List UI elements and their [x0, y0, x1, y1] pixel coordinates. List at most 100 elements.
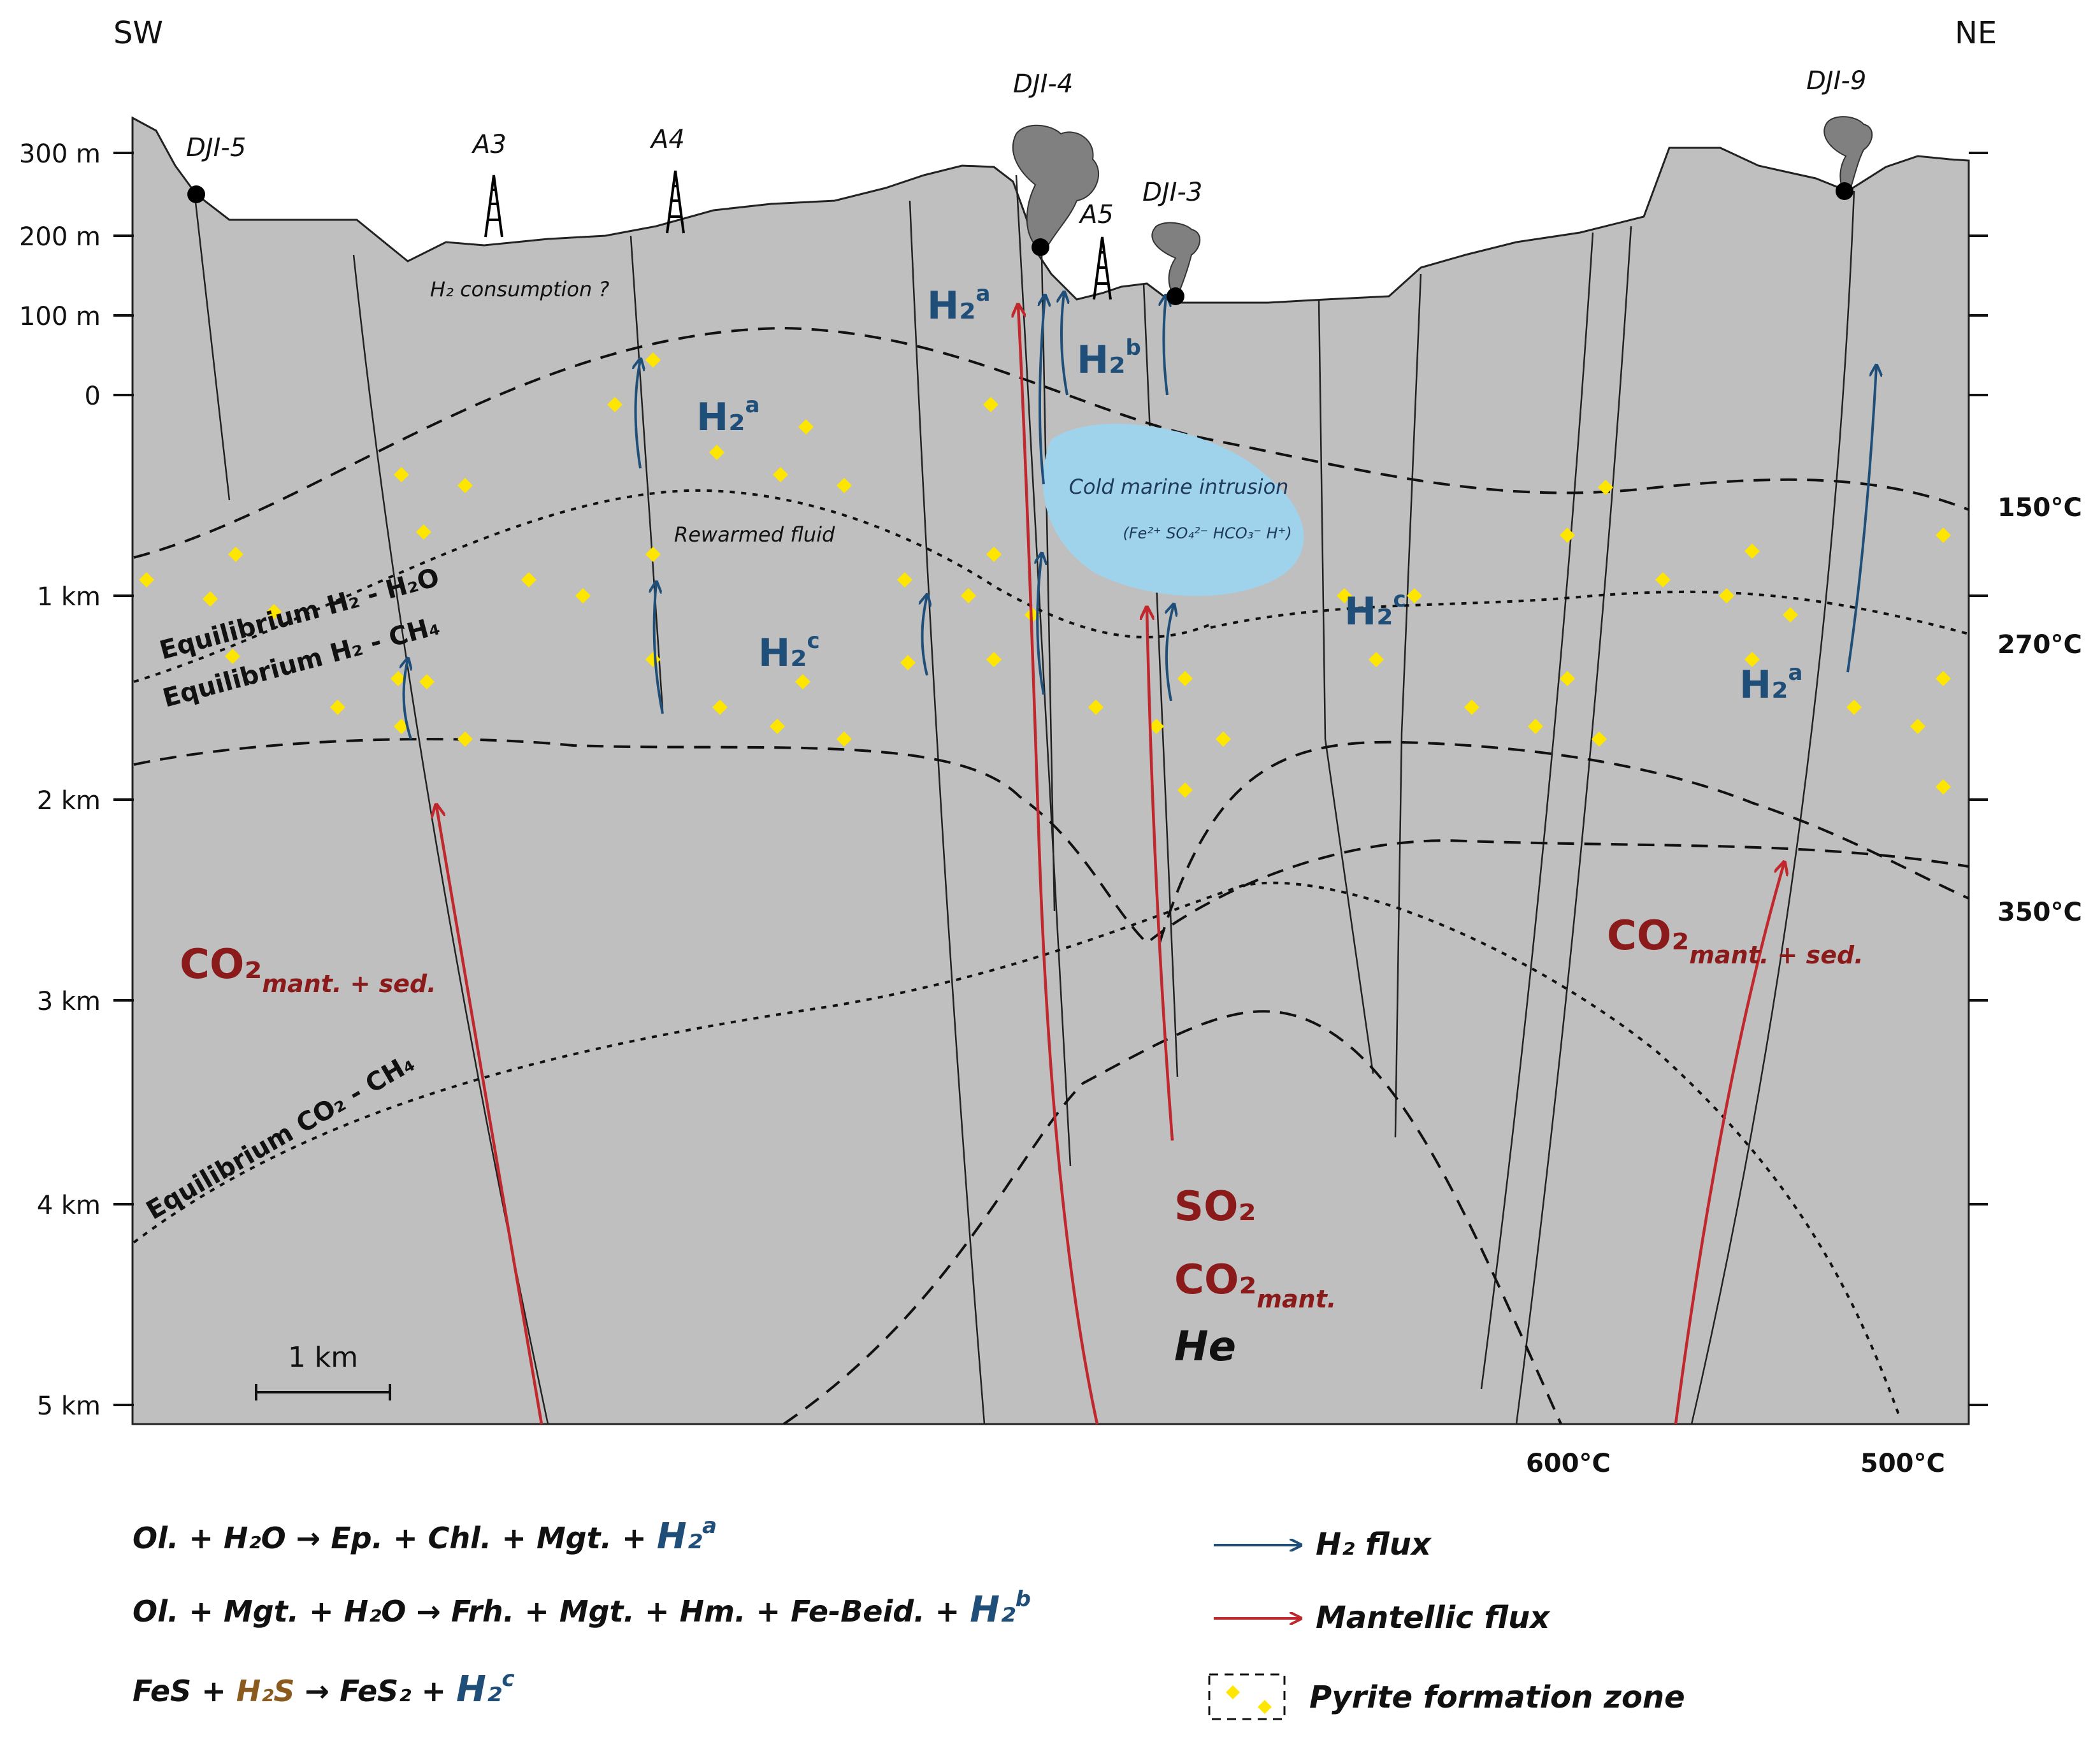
well-markers	[187, 182, 1853, 305]
depth-tick-label: 200 m	[19, 222, 101, 252]
h2-labels: H₂a H₂b H₂a H₂c H₂c H₂a	[696, 281, 1802, 707]
cold-intrusion-ions: (Fe²⁺ SO₄²⁻ HCO₃⁻ H⁺)	[1123, 524, 1291, 542]
orientation-ne: NE	[1955, 15, 1997, 51]
pyrite-diamond	[1846, 700, 1862, 715]
pyrite-diamond	[457, 731, 473, 747]
pyrite-diamond	[645, 352, 661, 368]
fault-line	[1142, 283, 1179, 1077]
well-dot-dji5	[187, 185, 205, 203]
fault-line	[1015, 175, 1072, 1167]
legend-pyrite-label: Pyrite formation zone	[1309, 1680, 1685, 1715]
h2a-label-top: H₂a	[927, 281, 990, 328]
pyrite-diamond	[1177, 782, 1193, 798]
temp-label-350: 350°C	[1997, 898, 2082, 927]
mantellic-flux-arrow	[1018, 306, 1099, 1425]
pyrite-diamond	[139, 572, 154, 587]
h2-flux-arrow	[1037, 554, 1044, 695]
pyrite-diamond	[225, 649, 240, 664]
pyrite-diamond	[1149, 719, 1164, 734]
legend-h2-flux-label: H₂ flux	[1316, 1527, 1432, 1562]
h2-consumption-label: H₂ consumption ?	[430, 277, 609, 301]
scale-bar: 1 km	[255, 1341, 391, 1400]
pyrite-diamond	[1560, 528, 1575, 543]
pyrite-diamond	[1936, 528, 1951, 543]
legend-pyrite-box	[1208, 1673, 1286, 1720]
h2-flux-arrow	[923, 596, 928, 676]
h2a-label-left: H₂a	[696, 392, 759, 440]
pyrite-diamond	[712, 700, 728, 715]
h2-flux-arrow	[1061, 293, 1067, 396]
smoke-plume-dji4	[1012, 124, 1099, 246]
smoke-plume-dji9	[1823, 116, 1873, 192]
pyrite-diamond	[709, 445, 724, 460]
well-label-a5: A5	[1078, 200, 1114, 229]
pyrite-diamond	[1592, 731, 1607, 747]
well-labels: DJI-5 A3 A4 DJI-4 A5 DJI-3 DJI-9	[186, 66, 1866, 229]
rewarmed-fluid-label: Rewarmed fluid	[674, 522, 835, 547]
h2-flux-arrow	[654, 583, 664, 714]
pyrite-diamond	[330, 700, 345, 715]
pyrite-diamond	[1936, 671, 1951, 686]
cold-intrusion-title: Cold marine intrusion	[1069, 475, 1289, 499]
derricks	[484, 170, 1112, 300]
pyrite-diamond	[897, 572, 912, 587]
fault-line	[193, 191, 231, 501]
pyrite-diamond	[961, 588, 976, 603]
pyrite-diamond	[795, 674, 810, 689]
well-dot-dji3	[1167, 287, 1184, 305]
pyrite-diamond	[607, 397, 622, 412]
h2-flux-arrow	[1163, 296, 1167, 396]
he-label: He	[1174, 1323, 1236, 1371]
derrick-a5	[1093, 236, 1112, 300]
well-label-dji3: DJI-3	[1142, 178, 1202, 207]
pyrite-diamond	[1337, 588, 1352, 603]
depth-tick-label: 1 km	[37, 582, 101, 612]
depth-tick-label: 0	[85, 382, 101, 411]
isotherm-270	[133, 738, 1969, 945]
fault-line	[1394, 273, 1422, 1138]
h2-flux-arrow	[636, 360, 641, 469]
co2-left-label: CO₂mant. + sed.	[180, 941, 436, 998]
temp-label-500: 500°C	[1860, 1449, 1945, 1478]
well-label-dji4: DJI-4	[1013, 69, 1073, 99]
reactions: Ol. + H₂O → Ep. + Chl. + Mgt. + H₂a Ol. …	[133, 1513, 1031, 1710]
fault-line	[1318, 299, 1374, 1074]
pyrite-diamond	[983, 397, 998, 412]
h2-flux-arrows	[404, 293, 1876, 740]
smoke-plumes	[1012, 116, 1873, 294]
fault-line	[1515, 226, 1632, 1425]
pyrite-diamond	[575, 588, 591, 603]
legend-pyrite-diamond	[1226, 1685, 1272, 1714]
depth-tick-label: 5 km	[37, 1392, 101, 1421]
pyrite-diamond	[521, 572, 536, 587]
cold-marine-intrusion	[1042, 424, 1304, 596]
derrick-a3	[484, 175, 503, 238]
pyrite-diamond	[266, 604, 282, 619]
h2-flux-arrow	[1167, 605, 1174, 702]
pyrite-diamond	[1088, 700, 1104, 715]
well-dot-dji9	[1836, 182, 1853, 200]
mantellic-flux-arrow	[436, 806, 543, 1425]
h2c-label-right: H₂c	[1344, 587, 1406, 634]
h2a-label-right: H₂a	[1739, 660, 1802, 707]
pyrite-diamond	[986, 547, 1002, 562]
pyrite-diamond	[1216, 731, 1231, 747]
pyrite-diamond	[1464, 700, 1479, 715]
depth-tick-label: 3 km	[37, 987, 101, 1016]
equilibrium-lines	[133, 489, 1969, 1415]
pyrite-diamond	[986, 652, 1002, 667]
pyrite-diamond	[645, 652, 661, 667]
pyrite-diamond	[419, 674, 435, 689]
pyrite-diamond	[1936, 779, 1951, 795]
h2-flux-arrow	[1846, 366, 1876, 673]
mantellic-flux-arrows	[436, 306, 1784, 1425]
pyrite-diamond	[1369, 652, 1384, 667]
well-label-a3: A3	[471, 130, 507, 159]
cross-section-body	[131, 116, 1970, 1425]
mantellic-flux-arrow	[1674, 863, 1784, 1425]
legend-mantellic-label: Mantellic flux	[1316, 1600, 1551, 1636]
temp-label-270: 270°C	[1997, 630, 2082, 659]
h2-flux-arrow	[1040, 296, 1045, 485]
scale-bar-label: 1 km	[288, 1341, 358, 1374]
gas-labels: CO₂mant. + sed. CO₂mant. + sed. SO₂ CO₂m…	[180, 912, 1864, 1313]
